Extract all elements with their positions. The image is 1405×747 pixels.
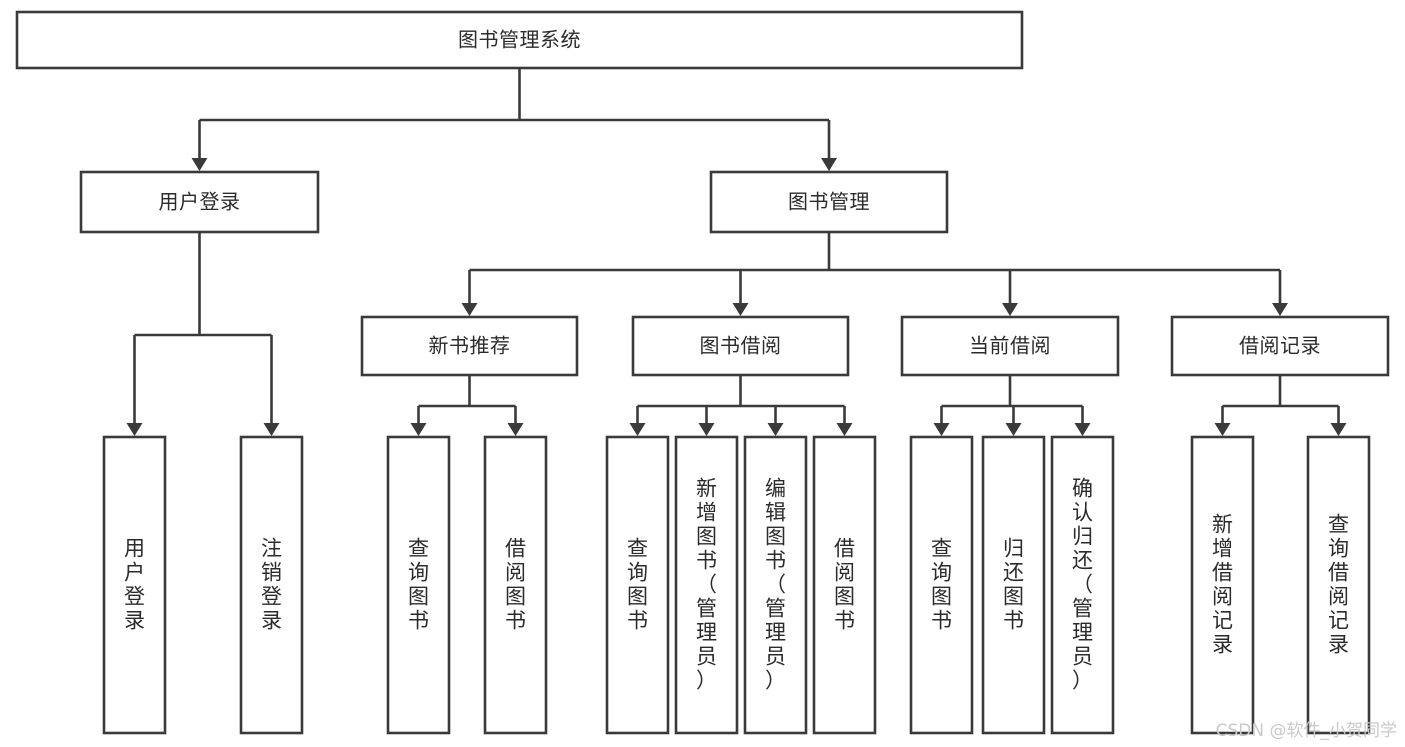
node-box[interactable] [15,10,1024,70]
node-box[interactable] [102,435,167,735]
node-leaf_user_logout[interactable]: 注销登录 [239,435,304,735]
arrow-head-icon [698,423,715,436]
node-leaf_bb_edit[interactable]: 编辑图书（管理员） [743,435,808,735]
node-book_borrow[interactable]: 图书借阅 [631,315,850,377]
connector-group-borrow_rec [1214,375,1347,436]
node-cur_borrow[interactable]: 当前借阅 [900,315,1120,377]
node-box[interactable] [1190,435,1255,735]
connector-group-new_book_rec [410,375,524,436]
node-box[interactable] [483,435,548,735]
arrow-head-icon [821,158,837,171]
arrow-head-icon [1005,423,1022,436]
node-label: 编辑图书（管理员） [765,477,786,693]
node-box[interactable] [812,435,877,735]
arrow-head-icon [126,423,143,436]
node-leaf_bb_borrow[interactable]: 借阅图书 [812,435,877,735]
node-box[interactable] [909,435,974,735]
arrow-head-icon [732,303,749,316]
node-box[interactable] [900,315,1120,377]
watermark-label: CSDN @软件_小贺同学 [1215,721,1397,741]
connector-group-cur_borrow [933,375,1091,436]
arrow-head-icon [1214,423,1231,436]
node-leaf_br_add[interactable]: 新增借阅记录 [1190,435,1255,735]
arrow-head-icon [1074,423,1091,436]
node-label: 确认归还（管理员） [1072,477,1093,693]
node-leaf_bb_add[interactable]: 新增图书（管理员） [674,435,739,735]
node-label: 用户登录 [124,537,145,633]
node-leaf_user_login[interactable]: 用户登录 [102,435,167,735]
node-label: 归还图书 [1003,537,1024,633]
connector-group-user_login [126,232,280,436]
node-user_login[interactable]: 用户登录 [79,170,320,234]
arrow-head-icon [629,423,646,436]
node-label: 查询图书 [931,537,952,633]
arrow-head-icon [263,423,280,436]
node-leaf_nbr_borrow[interactable]: 借阅图书 [483,435,548,735]
arrow-head-icon [1272,303,1288,316]
connector-group-book_mgmt [461,232,1288,316]
node-root[interactable]: 图书管理系统 [15,10,1024,70]
node-label: 借阅记录 [1239,334,1321,358]
node-box[interactable] [239,435,304,735]
node-leaf_bb_query[interactable]: 查询图书 [605,435,670,735]
arrow-head-icon [410,423,427,436]
node-leaf_cb_return[interactable]: 归还图书 [981,435,1046,735]
node-book_mgmt[interactable]: 图书管理 [709,170,949,234]
node-label: 借阅图书 [505,537,526,633]
node-label: 新增借阅记录 [1212,513,1233,657]
node-label: 图书借阅 [700,334,782,358]
node-borrow_rec[interactable]: 借阅记录 [1170,315,1390,377]
node-label: 新书推荐 [429,334,511,358]
node-layer: 图书管理系统用户登录图书管理新书推荐图书借阅当前借阅借阅记录用户登录注销登录查询… [15,10,1390,735]
node-box[interactable] [1050,435,1115,735]
arrow-head-icon [191,158,208,171]
node-box[interactable] [981,435,1046,735]
node-label: 新增图书（管理员） [696,477,717,693]
node-label: 借阅图书 [834,537,855,633]
node-new_book_rec[interactable]: 新书推荐 [360,315,579,377]
arrow-head-icon [836,423,853,436]
node-box[interactable] [1306,435,1371,735]
node-leaf_nbr_query[interactable]: 查询图书 [386,435,451,735]
arrow-head-icon [933,423,950,436]
node-box[interactable] [709,170,949,234]
node-leaf_br_query[interactable]: 查询借阅记录 [1306,435,1371,735]
arrow-head-icon [507,423,524,436]
node-box[interactable] [1170,315,1390,377]
node-leaf_cb_confirm[interactable]: 确认归还（管理员） [1050,435,1115,735]
arrow-head-icon [1002,303,1018,316]
node-label: 查询图书 [408,537,429,633]
node-box[interactable] [743,435,808,735]
node-box[interactable] [631,315,850,377]
node-label: 注销登录 [261,537,282,633]
arrow-head-icon [461,303,478,316]
node-box[interactable] [386,435,451,735]
node-box[interactable] [79,170,320,234]
node-leaf_cb_query[interactable]: 查询图书 [909,435,974,735]
node-label: 当前借阅 [969,334,1051,358]
node-box[interactable] [360,315,579,377]
node-label: 查询图书 [627,537,648,633]
node-label: 图书管理 [788,190,870,214]
connector-group-book_borrow [629,375,853,436]
node-box[interactable] [605,435,670,735]
node-label: 用户登录 [159,190,241,214]
arrow-head-icon [767,423,784,436]
connector-group-root [191,68,837,171]
node-label: 查询借阅记录 [1328,513,1349,657]
connector-layer [126,68,1347,436]
node-label: 图书管理系统 [458,28,581,52]
node-box[interactable] [674,435,739,735]
arrow-head-icon [1330,423,1347,436]
